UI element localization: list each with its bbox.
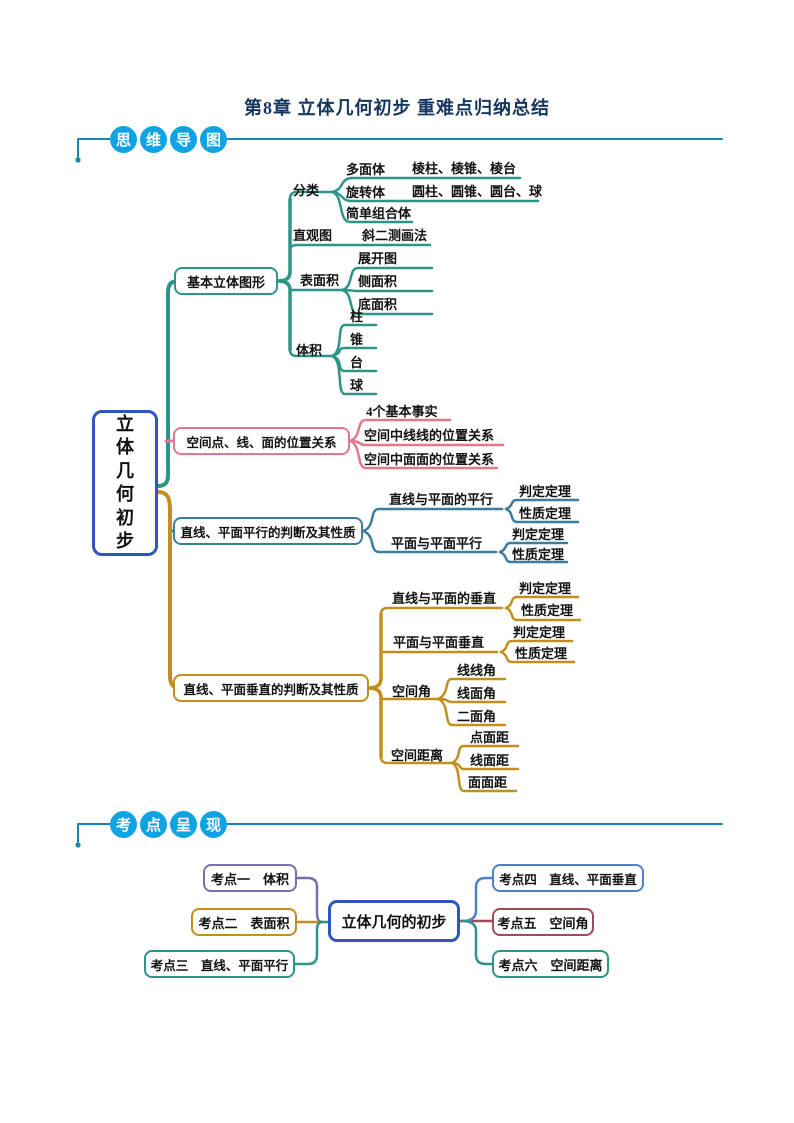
label-point-plane-distance: 点面距 [470,730,510,745]
header-char: 维 [145,133,161,149]
label-space-angles: 空间角 [392,684,432,699]
label-polyhedron: 多面体 [346,162,386,177]
root-node-solid-geometry: 立体几何初步 [92,410,158,556]
label-dihedral-angle: 二面角 [457,709,497,724]
node-exam-point-3-parallel: 考点三 直线、平面平行 [144,950,295,978]
exam-map-connectors [293,876,494,966]
node-perpendicular-judgment-properties: 直线、平面垂直的判断及其性质 [173,674,369,702]
branch-basic-solids [156,176,540,488]
label-volume: 体积 [296,343,323,358]
header-circle: 现 [200,811,227,838]
node-exam-point-1-volume: 考点一 体积 [203,864,297,892]
header-char: 图 [205,133,221,149]
label-intuitive-diagram: 直观图 [293,228,333,243]
label-lateral-area: 侧面积 [358,274,398,289]
label-judgment-theorem: 判定定理 [519,581,572,596]
label-space-distances: 空间距离 [391,748,444,763]
label-judgment-theorem: 判定定理 [512,527,565,542]
label-unfolded-diagram: 展开图 [358,251,398,266]
label-cylinder-cone-frustum-sphere: 圆柱、圆锥、圆台、球 [412,184,543,199]
label-cone: 锥 [350,332,364,347]
header-circle: 考 [110,811,137,838]
node-basic-solid-figures: 基本立体图形 [174,267,278,295]
label-line-line-angle: 线线角 [457,663,497,678]
root-node-label: 立体几何初步 [116,413,134,552]
header-circle: 图 [200,126,227,153]
header-circle: 点 [140,811,167,838]
header2-rail [75,823,723,848]
section-header-mindmap: 思 维 导 图 [110,126,227,153]
header-char: 思 [115,133,131,149]
label-four-basic-facts: 4个基本事实 [366,404,438,419]
label-oblique-drawing-method: 斜二测画法 [362,228,428,243]
header-circle: 导 [170,126,197,153]
label-cylinder-prism: 柱 [350,309,364,324]
header-char: 考 [115,818,131,834]
label-prism-pyramid-frustum: 棱柱、棱锥、棱台 [412,161,517,176]
header-circle: 呈 [170,811,197,838]
label-simple-composite: 简单组合体 [346,206,412,221]
section-header-exam-points: 考 点 呈 现 [110,811,227,838]
label-plane-plane-relations: 空间中面面的位置关系 [364,452,495,467]
branch-point-line-plane [164,418,505,470]
header-char: 导 [175,133,191,149]
label-line-plane-angle: 线面角 [457,686,497,701]
label-property-theorem: 性质定理 [519,506,572,521]
label-judgment-theorem: 判定定理 [513,625,566,640]
label-frustum: 台 [350,355,364,370]
header1-rail [75,138,723,163]
header-char: 点 [145,818,161,834]
node-point-line-plane-relations: 空间点、线、面的位置关系 [173,427,350,455]
label-base-area: 底面积 [358,297,398,312]
label-plane-plane-distance: 面面距 [468,775,508,790]
label-sphere: 球 [350,378,364,393]
header-char: 现 [205,818,221,834]
node-exam-point-4-perpendicular: 考点四 直线、平面垂直 [492,864,644,892]
header-circle: 思 [110,126,137,153]
node-exam-point-2-surface-area: 考点二 表面积 [191,908,297,936]
header-circle: 维 [140,126,167,153]
label-judgment-theorem: 判定定理 [519,484,572,499]
label-plane-plane-parallel: 平面与平面平行 [391,536,483,551]
node-exam-point-5-space-angles: 考点五 空间角 [492,908,594,936]
header-char: 呈 [175,818,191,834]
page-title: 第8章 立体几何初步 重难点归纳总结 [244,98,550,118]
node-parallel-judgment-properties: 直线、平面平行的判断及其性质 [173,517,363,545]
label-line-plane-distance: 线面距 [470,753,510,768]
label-solid-of-revolution: 旋转体 [346,185,386,200]
label-property-theorem: 性质定理 [521,603,574,618]
label-line-plane-parallel: 直线与平面的平行 [389,492,494,507]
label-property-theorem: 性质定理 [512,547,565,562]
label-line-plane-perpendicular: 直线与平面的垂直 [392,591,497,606]
label-line-line-relations: 空间中线线的位置关系 [364,428,495,443]
exam-map-center-node: 立体几何的初步 [328,900,460,942]
label-surface-area: 表面积 [300,273,340,288]
label-classification: 分类 [293,183,320,198]
node-exam-point-6-space-distances: 考点六 空间距离 [492,950,609,978]
label-plane-plane-perpendicular: 平面与平面垂直 [393,635,485,650]
label-property-theorem: 性质定理 [515,646,568,661]
